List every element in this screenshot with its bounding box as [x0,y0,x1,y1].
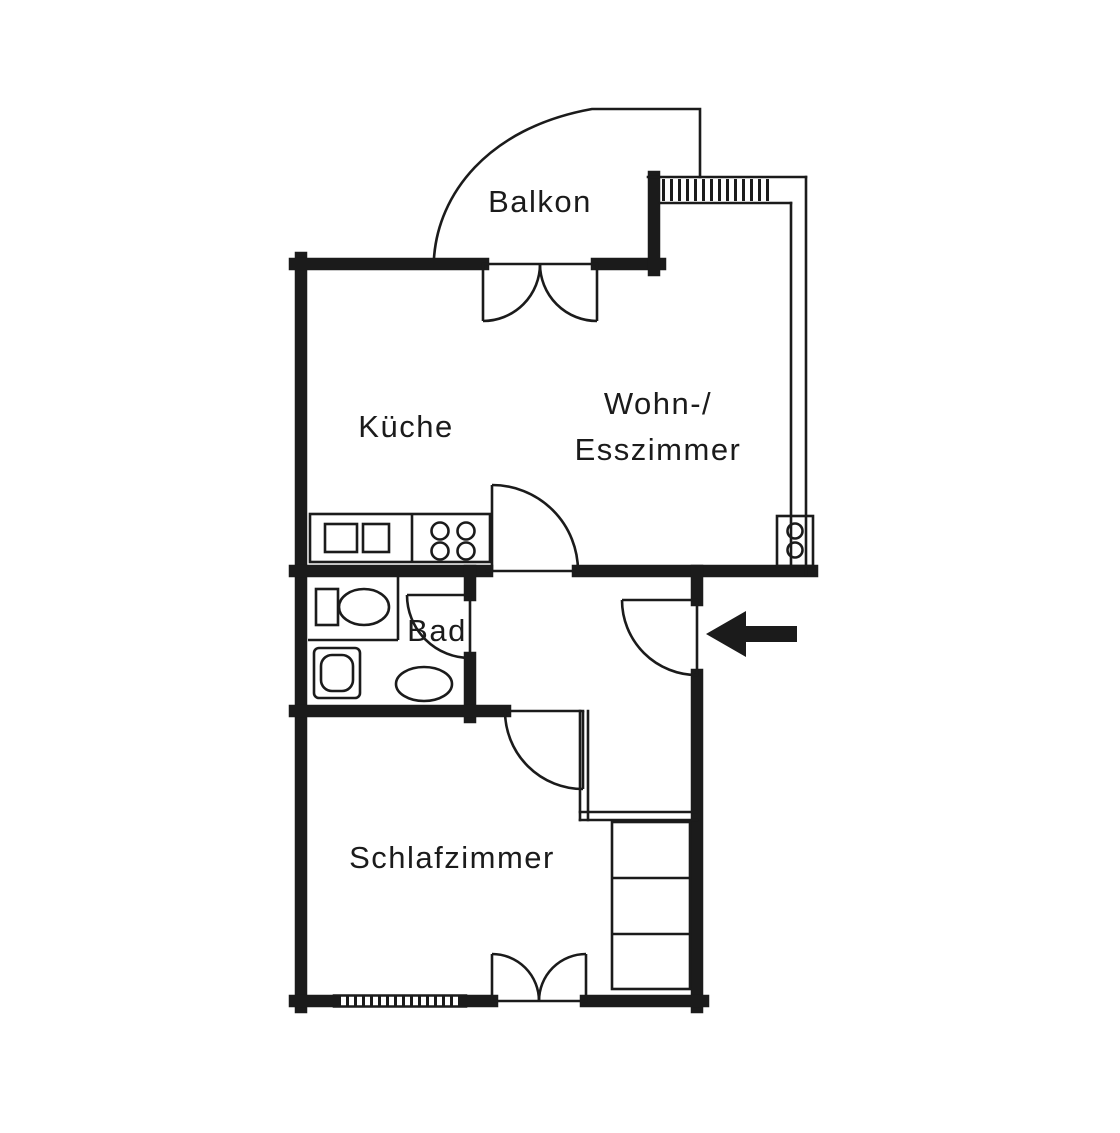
living-fixtures [775,514,815,568]
room-label-kitchen: Küche [358,409,453,444]
window-hatch [338,179,772,1006]
bedroom-fixtures [610,820,692,991]
radiator-symbol [775,514,815,568]
walls-thick [288,170,819,1014]
wardrobe-symbol [610,820,692,991]
central-door [490,483,580,572]
balcony-outline [432,107,702,260]
entrance-arrow-icon [706,611,797,657]
kitchen-counter [308,512,492,564]
entrance-door [620,598,698,677]
room-label-living-line1: Wohn-/ [604,386,712,421]
kitchen-fixtures [308,512,492,564]
room-label-living-line2: Esszimmer [575,432,742,467]
bedroom-door [503,710,585,791]
cooktop-symbol [430,521,476,561]
balcony-door [481,263,599,323]
room-label-bedroom: Schlafzimmer [349,840,555,875]
bidet-symbol [394,665,454,703]
kitchen-sink-symbol [323,522,391,554]
room-label-bathroom: Bad [407,613,467,648]
washbasin-symbol [312,646,362,700]
toilet-symbol [314,587,391,627]
doors [405,263,698,1002]
bathroom-door [405,593,471,660]
room-labels: Balkon Küche Wohn-/ Esszimmer Bad Schlaf… [349,184,742,875]
room-label-balcony: Balkon [488,184,592,219]
bedroom-balcony-door [490,952,588,1002]
walls-thin [332,107,808,1008]
bathroom-fixtures [308,577,454,703]
